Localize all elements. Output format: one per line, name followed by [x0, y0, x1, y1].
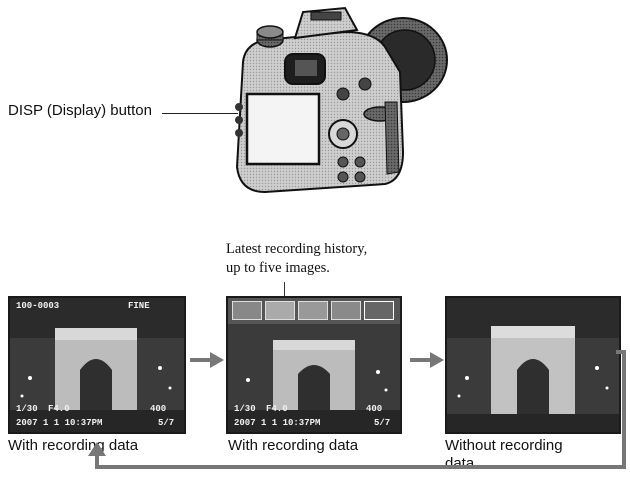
caption-line: Without recording [445, 437, 563, 454]
history-thumbnail-1 [232, 301, 262, 320]
caption-screen-1: With recording data [8, 437, 138, 455]
osd-aperture: F4.0 [266, 404, 288, 414]
osd-shutter: 1/30 [234, 404, 256, 414]
screen-with-data-2: 1/30 F4.0 400 2007 1 1 10:37PM 5/7 [226, 296, 402, 434]
history-thumbnail-3 [298, 301, 328, 320]
history-note-line-2: up to five images. [226, 260, 330, 276]
arch-photo [10, 298, 184, 432]
history-thumbnail-2 [265, 301, 295, 320]
osd-iso: 400 [150, 404, 167, 414]
arrow-right-icon [190, 352, 224, 368]
osd-shutter: 1/30 [16, 404, 38, 414]
history-note-line-1: Latest recording history, [226, 241, 368, 257]
osd-iso: 400 [366, 404, 383, 414]
history-note: Latest recording history, up to five ima… [226, 240, 367, 278]
caption-line: With recording data [228, 437, 359, 454]
screen-without-data [445, 296, 621, 434]
caption-line: With recording data [8, 437, 139, 454]
history-leader-line [284, 282, 285, 296]
history-thumbnail-5 [364, 301, 394, 320]
osd-folder-file: 100-0003 [16, 301, 60, 311]
arrow-right-icon [410, 352, 444, 368]
arch-photo [447, 298, 619, 432]
osd-date: 2007 1 1 10:37PM [234, 418, 321, 428]
osd-quality: FINE [128, 301, 150, 311]
disp-leader-line [162, 113, 238, 114]
history-thumbnail-4 [331, 301, 361, 320]
osd-aperture: F4.0 [48, 404, 70, 414]
osd-frame: 5/7 [158, 418, 175, 428]
osd-date: 2007 1 1 10:37PM [16, 418, 103, 428]
return-arrow-icon [88, 350, 626, 469]
camera-illustration [235, 6, 448, 194]
disp-button-label: DISP (Display) button [8, 102, 152, 119]
caption-screen-2: With recording data [228, 437, 358, 455]
osd-frame: 5/7 [374, 418, 391, 428]
screen-with-data-1: 100-0003 FINE 1/30 F4.0 400 2007 1 1 10:… [8, 296, 186, 434]
